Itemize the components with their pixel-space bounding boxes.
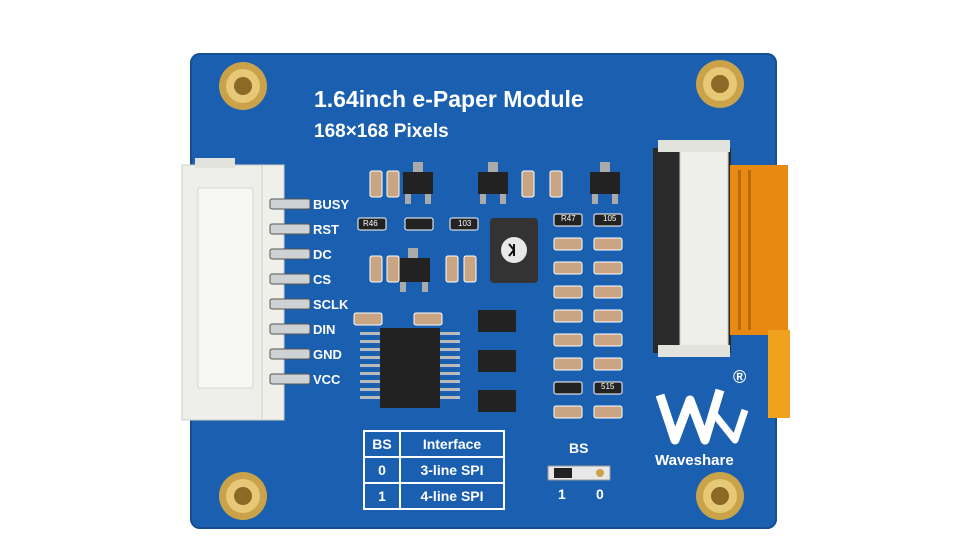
registered-mark: ® [733, 367, 747, 387]
table-cell: 1 [363, 482, 401, 510]
mounting-hole-bottom-left [219, 472, 267, 520]
passive-components [353, 170, 623, 419]
bs-jumper-label: BS [569, 440, 589, 456]
mounting-hole-bottom-right [696, 472, 744, 520]
pin-label-rst: RST [313, 222, 339, 237]
pin-label-vcc: VCC [313, 372, 341, 387]
transistors [398, 162, 620, 412]
component-label-103: 103 [458, 219, 472, 228]
table-header-interface: Interface [399, 430, 505, 458]
pin-header-connector [181, 158, 285, 421]
board-title: 1.64inch e-Paper Module [314, 86, 584, 112]
fpc-connector [653, 140, 731, 357]
bs-jumper-left-value: 1 [558, 486, 566, 502]
table-cell: 3-line SPI [399, 456, 505, 484]
brand-name: Waveshare [655, 452, 734, 469]
driver-ic [360, 328, 460, 408]
mounting-hole-top-right [696, 60, 744, 108]
pin-label-sclk: SCLK [313, 297, 349, 312]
pin-label-cs: CS [313, 272, 332, 287]
component-label-105: 105 [603, 214, 617, 223]
flex-cable [730, 165, 790, 418]
component-label-r47: R47 [561, 214, 576, 223]
table-header-bs: BS [363, 430, 401, 458]
component-label-515: 515 [601, 382, 615, 391]
pin-label-dc: DC [313, 247, 332, 262]
table-row: 0 3-line SPI [363, 456, 505, 484]
pin-label-busy: BUSY [313, 197, 350, 212]
bs-jumper-pads [547, 465, 611, 481]
table-row: 1 4-line SPI [363, 482, 505, 510]
bs-jumper-right-value: 0 [596, 486, 604, 502]
board-subtitle: 168×168 Pixels [314, 121, 449, 142]
table-cell: 4-line SPI [399, 482, 505, 510]
waveshare-logo [655, 388, 749, 445]
mounting-hole-top-left [219, 62, 267, 110]
table-cell: 0 [363, 456, 401, 484]
component-label-r46: R46 [363, 219, 378, 228]
bs-interface-table: BS Interface 0 3-line SPI 1 4-line SPI [363, 430, 505, 510]
pin-label-din: DIN [313, 322, 336, 337]
pin-contacts [269, 198, 311, 385]
table-row: BS Interface [363, 430, 505, 458]
pin-label-gnd: GND [313, 347, 342, 362]
inductor [490, 218, 538, 283]
